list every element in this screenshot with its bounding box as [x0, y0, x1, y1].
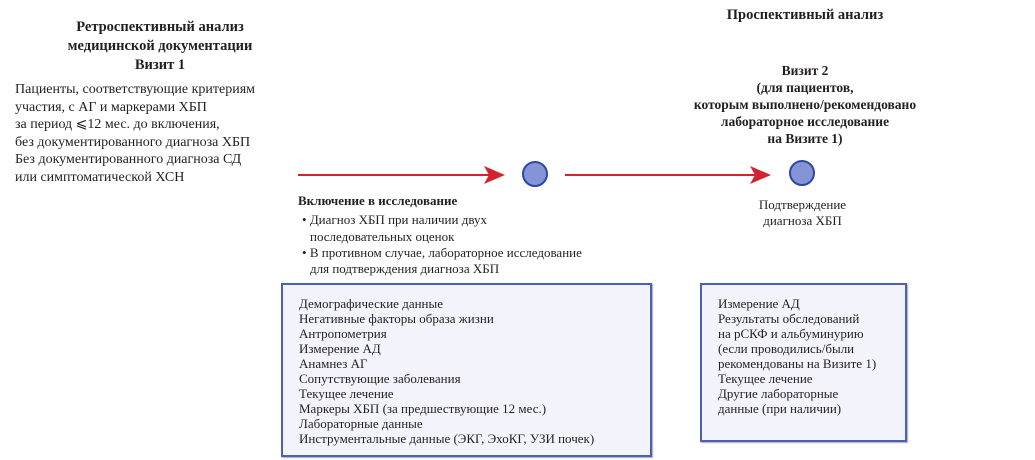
visit2-line: на Визите 1) — [767, 131, 843, 146]
visit2-label: Визит 2 (для пациентов, которым выполнен… — [660, 62, 950, 147]
visit2-data-box: Измерение АД Результаты обследований на … — [700, 283, 907, 442]
box1-item: Лабораторные данные — [299, 416, 423, 431]
box1-item: Инструментальные данные (ЭКГ, ЭхоКГ, УЗИ… — [299, 431, 595, 446]
box1-item: Текущее лечение — [299, 386, 394, 401]
box2-item: данные (при наличии) — [718, 401, 842, 416]
confirm-line: Подтверждение — [758, 197, 847, 212]
box2-item: Другие лабораторные — [718, 386, 839, 401]
criteria-line: или симптоматической ХСН — [15, 169, 185, 185]
criteria-line: Пациенты, соответствующие критериям — [15, 82, 256, 97]
bullet-text: для подтверждения диагноза ХБП — [310, 261, 500, 277]
confirm-label: Подтверждение диагноза ХБП — [740, 197, 865, 229]
visit2-line: (для пациентов, — [756, 80, 854, 95]
box2-item: рекомендованы на Визите 1) — [718, 356, 877, 371]
box1-item: Негативные факторы образа жизни — [299, 311, 494, 326]
inclusion-block: Включение в исследование • Диагноз ХБП п… — [298, 193, 638, 277]
retro-title-line: медицинской документации — [67, 38, 253, 54]
box2-item: Результаты обследований — [718, 311, 860, 326]
visit1-label: Визит 1 — [134, 57, 186, 73]
visit2-node — [789, 160, 815, 186]
bullet-text: Диагноз ХБП при наличии двух — [309, 212, 488, 228]
box2-item: Текущее лечение — [718, 371, 813, 386]
inclusion-title: Включение в исследование — [298, 193, 458, 208]
box1-item: Антропометрия — [299, 326, 387, 341]
arrow-1-head-icon — [484, 166, 505, 184]
retro-title-line: Ретроспективный анализ — [76, 19, 244, 35]
visit1-node — [522, 161, 548, 187]
inclusion-bullet: • В противном случае, лабораторное иссле… — [302, 244, 582, 277]
prosp-title: Проспективный анализ — [726, 7, 884, 23]
confirm-line: диагноза ХБП — [763, 213, 842, 228]
criteria-line: участия, с АГ и маркерами ХБП — [15, 99, 207, 115]
criteria-line: без документированного диагноза ХБП — [15, 134, 251, 150]
bullet-text: последовательных оценок — [310, 228, 455, 244]
criteria-line: за период ⩽12 мес. до включения, — [15, 117, 220, 132]
box1-item: Анамнез АГ — [299, 356, 368, 371]
criteria-line: Без документированного диагноза СД — [15, 152, 242, 167]
box2-item: (если проводились/были — [718, 341, 855, 356]
box2-item: на рСКФ и альбуминурию — [718, 326, 864, 341]
box1-item: Измерение АД — [299, 341, 381, 356]
visit2-line: лабораторное исследование — [720, 114, 890, 129]
visit1-data-box: Демографические данные Негативные фактор… — [281, 283, 652, 457]
visit2-line: которым выполнено/рекомендовано — [693, 97, 917, 112]
visit2-line: Визит 2 — [781, 63, 829, 78]
retro-criteria: Пациенты, соответствующие критериям учас… — [15, 81, 305, 186]
box2-item: Измерение АД — [718, 296, 800, 311]
box1-item: Демографические данные — [299, 296, 444, 311]
box1-item: Сопутствующие заболевания — [299, 371, 461, 386]
box1-item: Маркеры ХБП (за предшествующие 12 мес.) — [299, 401, 547, 416]
retro-title: Ретроспективный анализ медицинской докум… — [20, 18, 300, 75]
bullet-text: В противном случае, лабораторное исследо… — [309, 244, 582, 260]
arrow-2-head-icon — [750, 166, 771, 184]
